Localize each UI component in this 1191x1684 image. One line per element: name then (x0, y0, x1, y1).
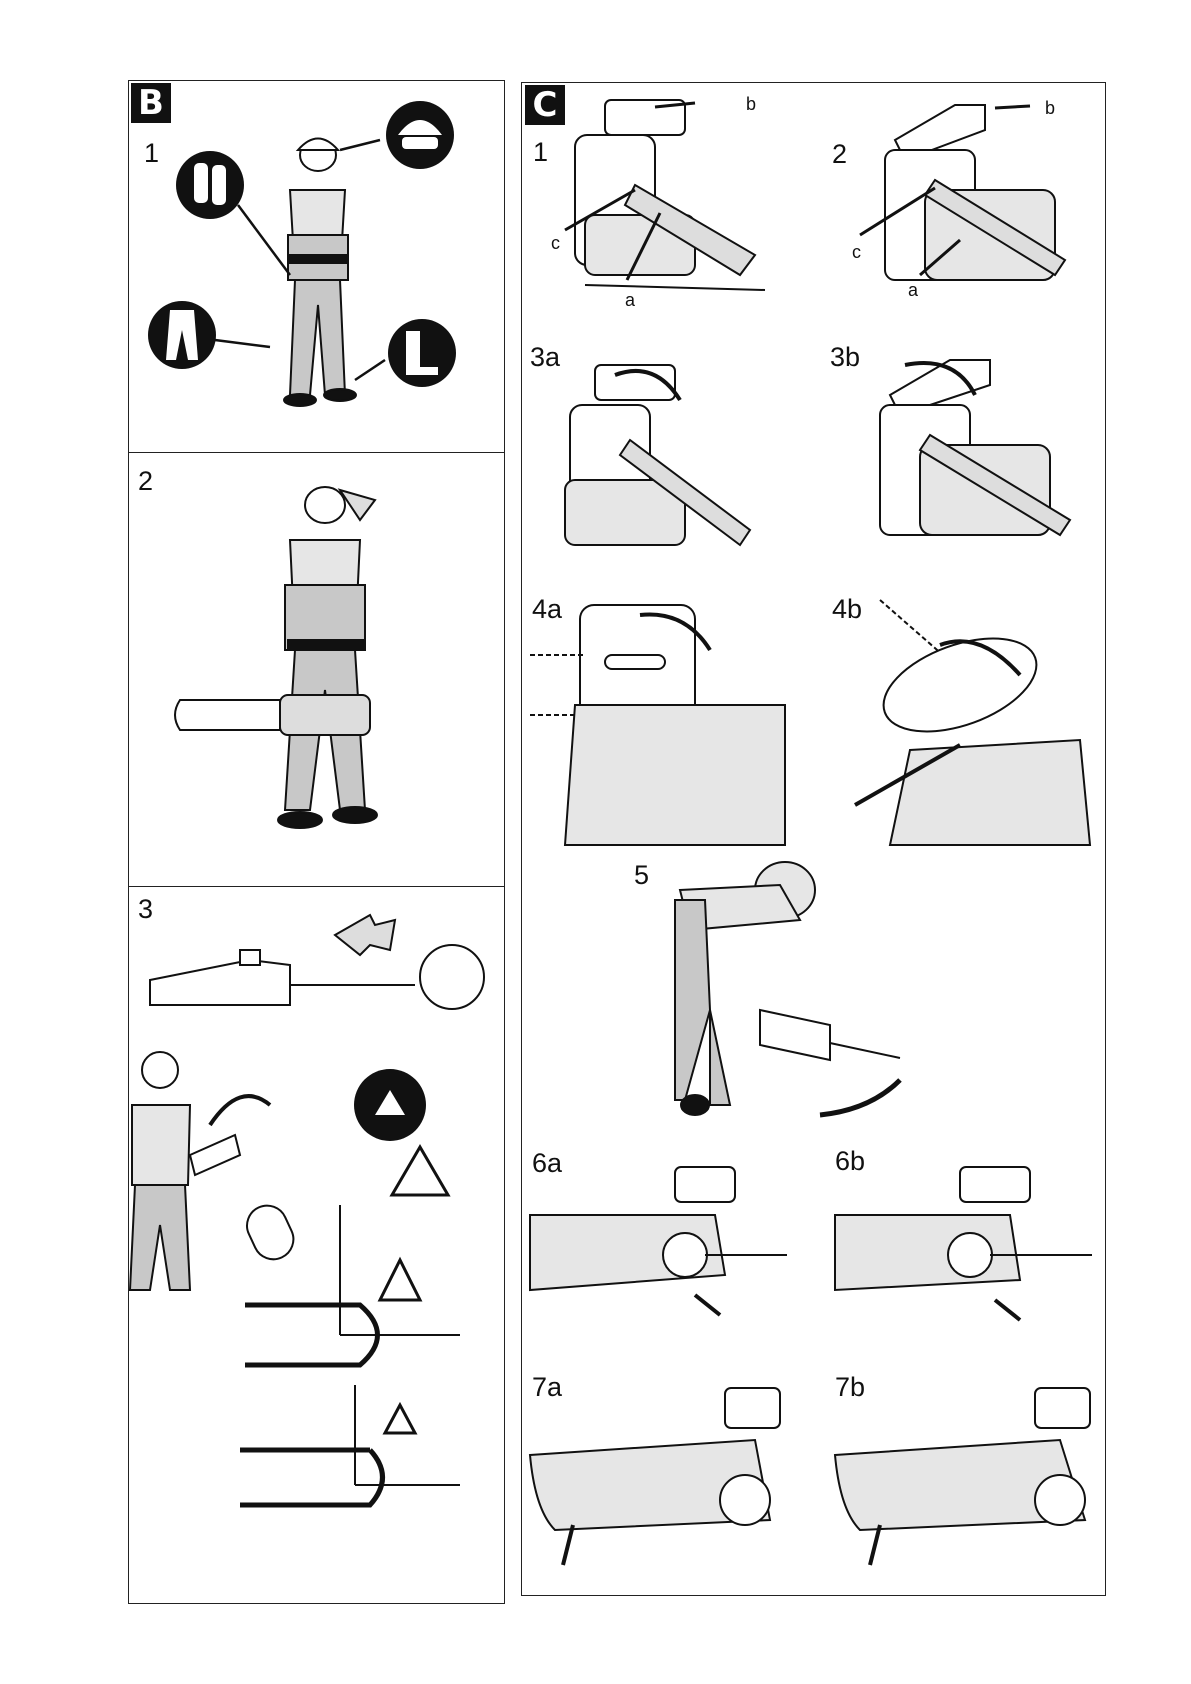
figure-c1-label-c: c (551, 233, 560, 254)
figure-c6b-illustration (830, 1155, 1095, 1330)
figure-c3b-illustration (860, 355, 1085, 580)
figure-c2-illustration (865, 100, 1090, 325)
helmet-visor-earmuffs-icon (386, 101, 454, 169)
figure-c3a-number: 3a (530, 342, 560, 373)
figure-c3a-illustration (560, 360, 770, 580)
figure-c5-number: 5 (634, 860, 649, 891)
section-c-letter: C (525, 85, 565, 125)
figure-c5-illustration (670, 860, 920, 1130)
figure-c4b-illustration (850, 600, 1100, 850)
chainsaw-kickback-diagram (150, 915, 484, 1009)
figure-b2-illustration (170, 475, 490, 855)
boots-icon (388, 319, 456, 387)
figure-b2-number: 2 (138, 466, 153, 497)
figure-c1-illustration (565, 95, 780, 310)
worker-with-ppe-figure (284, 139, 356, 407)
gloves-icon (176, 151, 244, 219)
figure-b3-illustration (130, 905, 500, 1595)
warning-triangle-icon (392, 1147, 448, 1195)
figure-c3b-number: 3b (830, 342, 860, 373)
figure-c4a-illustration (525, 595, 795, 850)
figure-c1-number: 1 (533, 137, 548, 168)
section-b-divider-1 (128, 452, 505, 453)
figure-c6a-illustration (525, 1155, 790, 1330)
figure-c7b-illustration (830, 1380, 1095, 1570)
figure-c7a-illustration (525, 1380, 790, 1570)
kickback-warning-icon (354, 1069, 426, 1141)
figure-c2-number: 2 (832, 139, 847, 170)
trousers-icon (148, 301, 216, 369)
figure-c2-label-c: c (852, 242, 861, 263)
section-b-divider-2 (128, 886, 505, 887)
chainsaw-carried-figure (175, 695, 370, 735)
figure-b1-illustration (140, 95, 500, 425)
